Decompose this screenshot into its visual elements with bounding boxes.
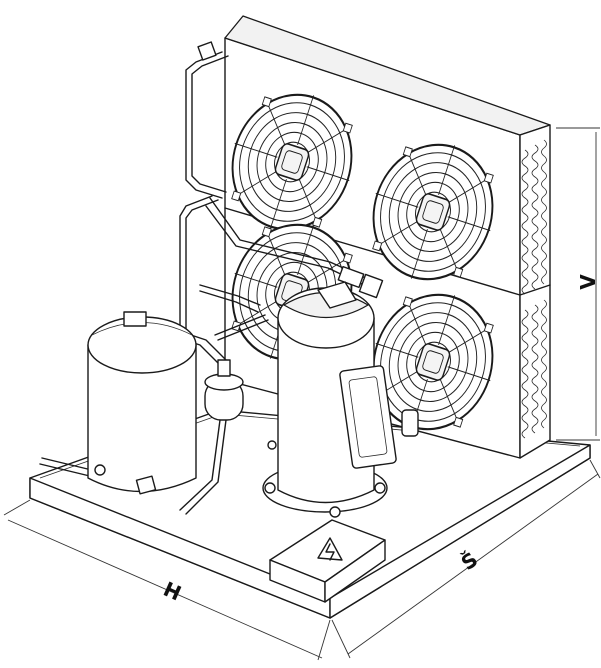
fan-top-right [372, 143, 494, 281]
fans-layer [231, 93, 494, 431]
pipe-fitting [197, 41, 217, 61]
filter-drier [204, 359, 244, 421]
fan-motor [274, 143, 310, 181]
condenser-coil-fins [521, 139, 547, 439]
dimension-height: V [556, 127, 600, 441]
scroll-compressor [262, 281, 419, 518]
electrical-box [269, 519, 386, 603]
receiver-valve [123, 311, 147, 327]
fan-motor [415, 193, 451, 231]
liquid-receiver [87, 311, 197, 495]
height-label: V [576, 274, 600, 290]
terminal-box [339, 365, 397, 469]
fan-motor [415, 343, 451, 381]
receiver-outlet [135, 475, 157, 495]
width-label: H [160, 577, 185, 606]
fan-bottom-right [372, 293, 494, 431]
depth-label: Š [457, 547, 483, 575]
compressor-suction [317, 281, 357, 309]
valve [337, 265, 384, 299]
sight-glass [401, 409, 419, 437]
fan-top-left [231, 93, 353, 231]
